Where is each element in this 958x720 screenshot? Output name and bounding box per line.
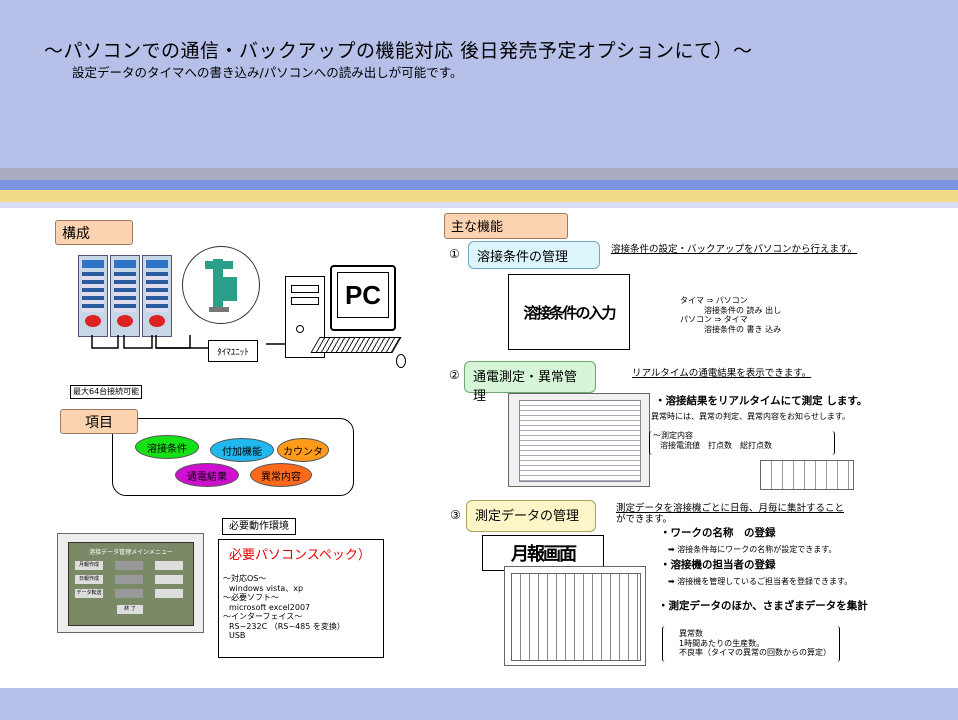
item-error-content: 異常内容 bbox=[250, 463, 312, 487]
timer-unit-image bbox=[78, 255, 108, 337]
menu-button bbox=[155, 561, 183, 570]
spec-panel: 必要パソコンスペック） 〜対応OS〜 windows vista、xp 〜必要ソ… bbox=[218, 539, 384, 658]
function-2-bracket: 〜測定内容 溶接電流値 打点数 総打点数 bbox=[649, 431, 835, 455]
spec-list: 〜対応OS〜 windows vista、xp 〜必要ソフト〜 microsof… bbox=[223, 574, 345, 641]
bracket-line: 不良率（タイマの異常の回数からの算定） bbox=[679, 648, 831, 657]
spec-line: windows vista、xp bbox=[229, 583, 304, 593]
function-3-number: ③ bbox=[450, 508, 461, 522]
function-3-point-1: ・ワークの名称 の登録 bbox=[660, 527, 776, 539]
function-2-image bbox=[508, 393, 650, 487]
function-3-point-3: ・測定データのほか、さまざまデータを集計 bbox=[658, 600, 868, 612]
items-label: 項目 bbox=[60, 409, 138, 434]
spec-line: microsoft excel2007 bbox=[229, 602, 311, 612]
spec-line: 〜対応OS〜 bbox=[223, 574, 267, 583]
function-2-label: 通電測定・異常管理 bbox=[464, 361, 596, 404]
item-additional-functions: 付加機能 bbox=[210, 438, 274, 462]
function-3-desc-2: ができます。 bbox=[616, 514, 673, 525]
menu-button: 日報作成 bbox=[75, 575, 103, 584]
page-subtitle: 設定データのタイマへの書き込み/パソコンへの読み出しが可能です。 bbox=[72, 65, 463, 80]
menu-button bbox=[115, 561, 143, 570]
flow-line: パソコン ⇒ タイマ bbox=[680, 315, 748, 324]
bracket-line: 溶接電流値 打点数 総打点数 bbox=[660, 440, 772, 450]
menu-button: 月報作成 bbox=[75, 561, 103, 570]
bracket-line: 異常数 bbox=[679, 629, 703, 638]
menu-button bbox=[155, 589, 183, 598]
item-counter: カウンタ bbox=[277, 438, 329, 462]
function-3-desc-1: 測定データを溶接機ごとに日毎、月毎に集計すること bbox=[616, 503, 845, 514]
keyboard-icon bbox=[310, 337, 402, 353]
header-stripe bbox=[0, 202, 958, 208]
main-functions-label: 主な機能 bbox=[444, 213, 568, 239]
menu-button bbox=[115, 589, 143, 598]
max-connection-note: 最大64台接続可能 bbox=[70, 385, 143, 399]
pc-label: PC bbox=[337, 272, 389, 318]
function-3-point-2-note: ➡ 溶接機を管理しているご担当者を登録できます。 bbox=[668, 577, 853, 586]
item-welding-conditions: 溶接条件 bbox=[135, 435, 199, 459]
bracket-line: 〜測定内容 bbox=[653, 431, 693, 440]
function-1-number: ① bbox=[449, 247, 460, 261]
header-band bbox=[0, 0, 958, 168]
function-3-point-2: ・溶接機の担当者の登録 bbox=[660, 559, 776, 571]
spec-line: RS−232C （RS−485 を変換） bbox=[229, 621, 345, 631]
pc-tower-icon bbox=[285, 276, 325, 358]
welder-image bbox=[182, 246, 260, 324]
function-2-number: ② bbox=[449, 368, 460, 382]
function-3-image bbox=[504, 566, 646, 666]
function-1-desc: 溶接条件の設定・バックアップをパソコンから行えます。 bbox=[611, 244, 858, 255]
item-energizing-result: 通電結果 bbox=[175, 463, 239, 487]
spec-line: USB bbox=[229, 631, 246, 640]
menu-screenshot: 溶接データ管理メインメニュー 月報作成 日報作成 データ転送 終 了 bbox=[57, 533, 204, 633]
mouse-icon bbox=[396, 354, 406, 368]
function-3-point-1-note: ➡ 溶接条件毎にワークの名称が設定できます。 bbox=[668, 545, 837, 554]
timer-unit-box: ﾀｲﾏﾕﾆｯﾄ bbox=[208, 340, 258, 362]
timer-unit-image bbox=[142, 255, 172, 337]
menu-button: データ転送 bbox=[75, 589, 103, 598]
header-stripe bbox=[0, 180, 958, 190]
spec-line: 〜インターフェイス〜 bbox=[223, 612, 303, 621]
env-label: 必要動作環境 bbox=[222, 518, 296, 535]
flow-line: 溶接条件の 書き 込み bbox=[704, 324, 782, 334]
menu-exit-button: 終 了 bbox=[117, 605, 143, 614]
spec-line: 〜必要ソフト〜 bbox=[223, 593, 279, 602]
function-3-bracket: 異常数 1時間あたりの生産数。 不良率（タイマの異常の回数からの算定） bbox=[662, 626, 840, 662]
header-stripe bbox=[0, 190, 958, 202]
bracket-line: 1時間あたりの生産数。 bbox=[679, 638, 765, 648]
menu-title: 溶接データ管理メインメニュー bbox=[89, 549, 173, 556]
page-title: 〜パソコンでの通信・バックアップの機能対応 後日発売予定オプションにて）〜 bbox=[44, 40, 753, 62]
spec-title: 必要パソコンスペック） bbox=[229, 548, 371, 563]
function-2-note: 異常時には、異常の判定、異常内容をお知らせします。 bbox=[651, 412, 851, 421]
function-3-label: 測定データの管理 bbox=[466, 500, 596, 532]
flow-line: 溶接条件の 読み 出し bbox=[704, 305, 782, 315]
header-stripe bbox=[0, 168, 958, 180]
timer-unit-image bbox=[110, 255, 140, 337]
flow-line: タイマ ⇒ パソコン bbox=[680, 296, 748, 305]
function-1-label: 溶接条件の管理 bbox=[468, 241, 600, 269]
function-1-flow: タイマ ⇒ パソコン 溶接条件の 読み 出し パソコン ⇒ タイマ 溶接条件の … bbox=[680, 296, 781, 334]
menu-button bbox=[115, 575, 143, 584]
function-2-desc: リアルタイムの通電結果を表示できます。 bbox=[632, 368, 812, 379]
menu-button bbox=[155, 575, 183, 584]
config-label: 構成 bbox=[55, 220, 133, 245]
function-1-image: 溶接条件の入力 bbox=[508, 274, 630, 350]
function-2-headline: ・溶接結果をリアルタイムにて測定 します。 bbox=[655, 395, 868, 407]
footer-band bbox=[0, 688, 958, 720]
pc-monitor-icon: PC bbox=[330, 265, 396, 331]
function-2-table-image bbox=[760, 460, 854, 490]
